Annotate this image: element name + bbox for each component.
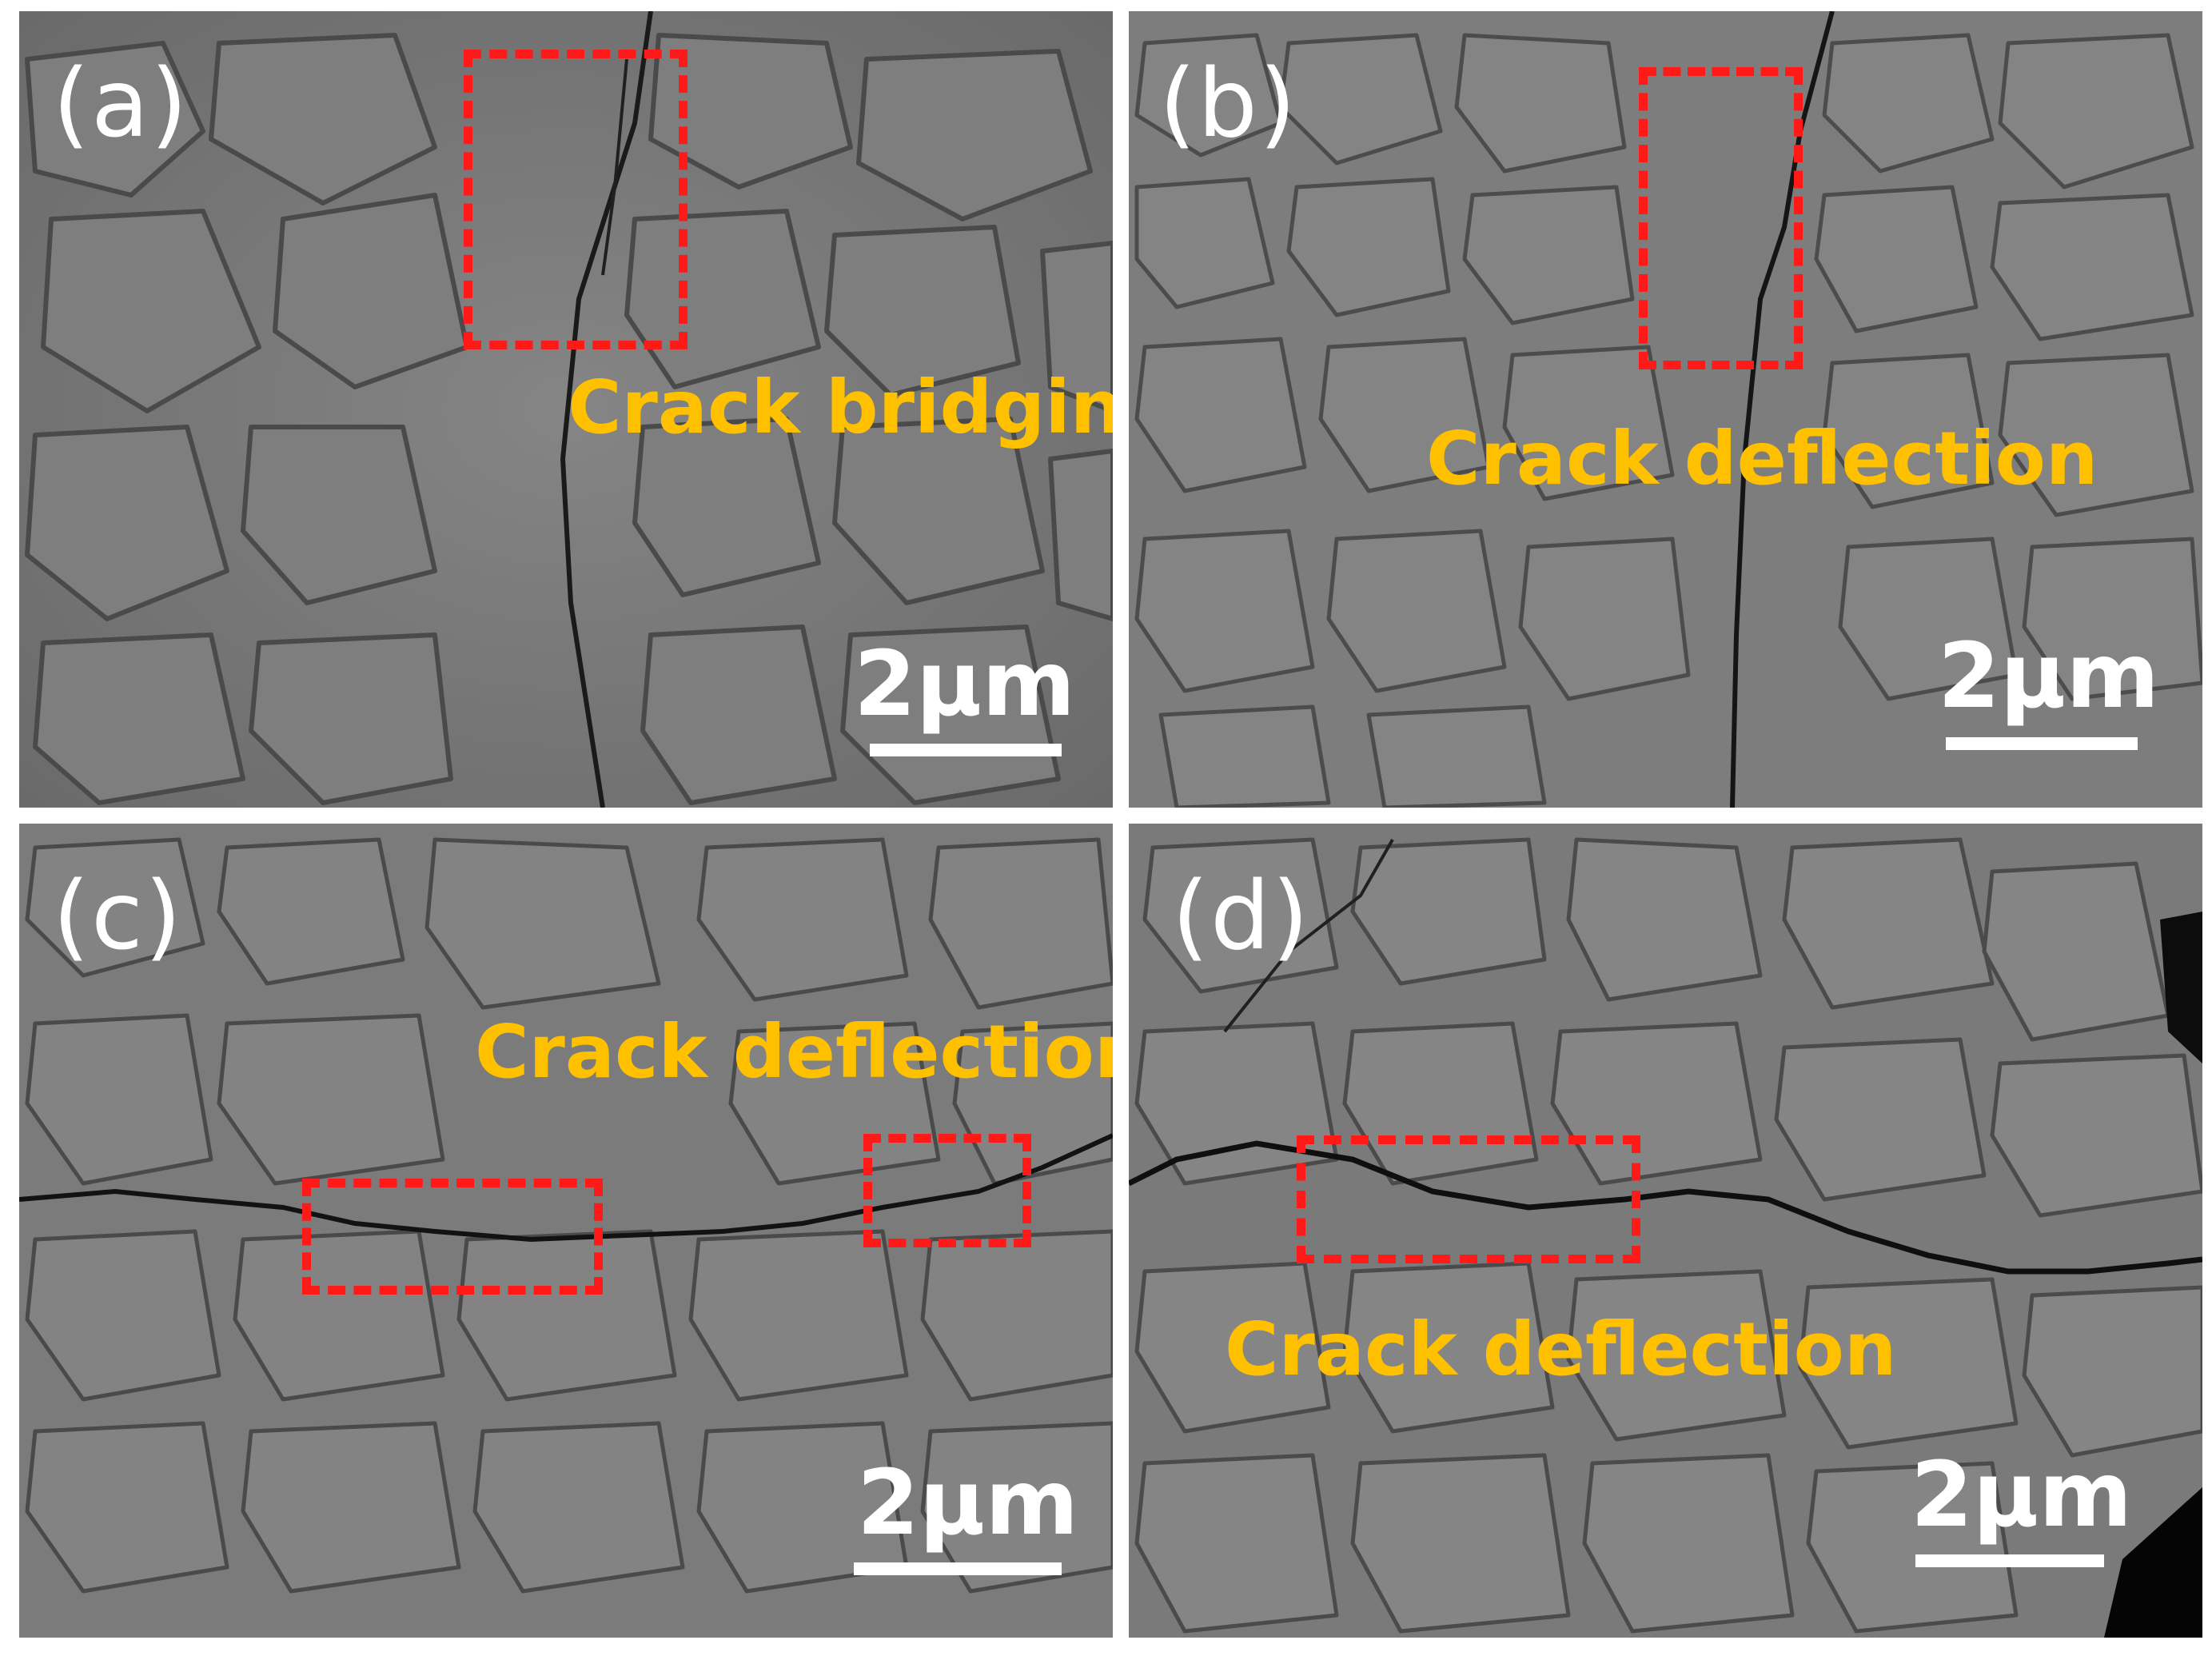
scale-bar	[1946, 737, 2138, 750]
scale-bar	[854, 1562, 1062, 1575]
panel-label: (c)	[53, 860, 183, 971]
scale-bar-label: 2μm	[857, 1451, 1079, 1555]
sem-panel-b: (b) Crack deflection 2μm	[1129, 11, 2202, 808]
sem-micrograph-c	[19, 824, 1113, 1638]
sem-panel-d: (d) Crack deflection 2μm	[1129, 824, 2202, 1638]
scale-bar-label: 2μm	[854, 632, 1076, 736]
scale-bar-label: 2μm	[1938, 624, 2160, 728]
sem-micrograph-b	[1129, 11, 2202, 808]
sem-micrograph-a	[19, 11, 1113, 808]
scale-bar	[870, 744, 1062, 756]
scale-bar	[1915, 1554, 2104, 1567]
annotation-label: Crack bridging	[568, 365, 1113, 450]
highlight-box-crack-deflection-right	[863, 1134, 1031, 1247]
annotation-label: Crack deflection	[1225, 1307, 1897, 1392]
sem-panel-c: (c) Crack deflection 2μm	[19, 824, 1113, 1638]
highlight-box-crack-deflection	[1297, 1135, 1640, 1263]
annotation-label: Crack deflection	[475, 1009, 1113, 1095]
annotation-label: Crack deflection	[1426, 416, 2098, 501]
highlight-box-crack-deflection-left	[302, 1179, 603, 1295]
highlight-box-crack-bridging	[464, 50, 688, 349]
sem-micrograph-d	[1129, 824, 2202, 1638]
scale-bar-label: 2μm	[1911, 1443, 2133, 1547]
panel-label: (b)	[1159, 48, 1297, 158]
sem-panel-a: (a) Crack bridging 2μm	[19, 11, 1113, 808]
panel-label: (a)	[53, 48, 189, 158]
panel-label: (d)	[1172, 860, 1310, 971]
highlight-box-crack-deflection	[1639, 67, 1803, 369]
